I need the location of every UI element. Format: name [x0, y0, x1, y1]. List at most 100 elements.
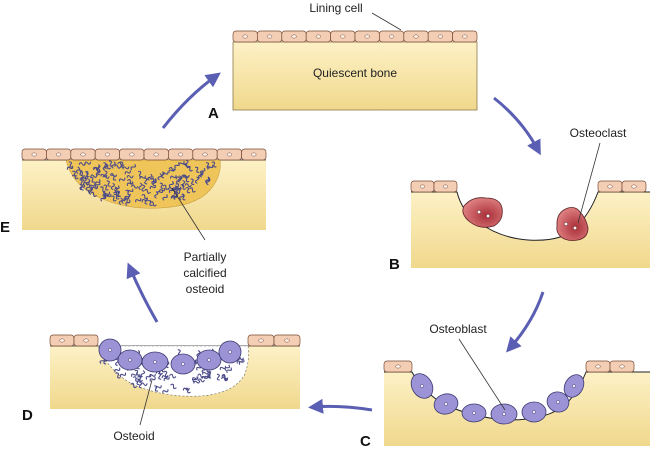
osteoid-fiber [102, 163, 108, 171]
osteoid-fiber [149, 376, 156, 382]
osteoid-fiber [207, 164, 214, 170]
osteoid-fiber [162, 171, 169, 176]
osteoid-fiber [85, 183, 91, 191]
osteoid-fiber [197, 378, 205, 383]
osteoid-fiber [131, 372, 138, 377]
osteoid-fiber [78, 169, 83, 176]
osteoid-fiber [180, 184, 187, 190]
osteoid-fiber [216, 373, 220, 381]
osteoid-label: Osteoid [113, 429, 154, 443]
osteoblast-layer-d [98, 338, 242, 375]
osteoid-fiber [199, 170, 204, 178]
osteoid-fiber [95, 181, 101, 188]
lining-cell-nucleus [364, 34, 370, 39]
osteoid-fiber [89, 176, 95, 183]
osteoid-fiber [189, 187, 196, 193]
osteoid-fiber [178, 160, 185, 166]
osteoid-fiber [96, 168, 101, 176]
quiescent-bone-block [232, 41, 478, 111]
osteoid-fiber [111, 195, 117, 202]
osteoid-fiber [179, 193, 185, 201]
osteoid-fiber [236, 359, 243, 364]
lining-cells-a [232, 30, 478, 43]
osteoid-fiber [137, 376, 143, 382]
osteoid-fiber [120, 161, 124, 168]
osteoid-fiber [164, 370, 169, 378]
osteoid-fiber [124, 193, 131, 200]
osteoid-fiber [123, 195, 130, 202]
osteoid-fiber [144, 188, 151, 194]
osteoid-fiber [181, 180, 186, 188]
osteoclast-right-nucleus [563, 221, 569, 227]
osteoid-fiber [100, 173, 108, 178]
osteoid-fiber [130, 382, 137, 389]
lining-cell-nucleus [395, 364, 401, 369]
calcified-label-line3: osteoid [186, 282, 225, 296]
lining-cell-pointer [371, 12, 402, 31]
osteoid-fiber [151, 178, 157, 185]
calcified-pointer [171, 187, 206, 241]
osteoid-fiber [114, 164, 122, 169]
osteoid-fiber [157, 189, 164, 195]
osteoclast-label: Osteoclast [570, 126, 627, 140]
lining-cell-nucleus [31, 152, 37, 157]
osteoid-fiber [84, 161, 92, 165]
cycle-arrows [126, 72, 545, 414]
osteoid-fiber [173, 185, 178, 193]
osteoid-fiber [130, 163, 136, 171]
panel-letter-b: B [389, 256, 400, 273]
lining-cell-nucleus [389, 34, 395, 39]
osteoid-fiber [205, 176, 211, 184]
lining-cell-nucleus [607, 184, 613, 189]
lining-cell-nucleus [631, 184, 637, 189]
osteoid-fiber [125, 199, 131, 206]
osteoid-fiber [221, 375, 229, 381]
panel-d: Osteoid D [22, 334, 301, 443]
osteoid-fiber [125, 189, 131, 196]
osteoid-fiber [119, 372, 127, 378]
osteoblast-nucleus [108, 348, 112, 352]
lining-cell-nucleus [258, 338, 264, 343]
osteoid-fiber [108, 160, 113, 167]
osteoid-fiber [193, 380, 201, 384]
osteoid-fiber [90, 174, 98, 178]
osteoblast-nucleus [128, 358, 132, 362]
osteoid-fiber [226, 367, 232, 373]
osteoid-fiber [100, 186, 106, 192]
osteoid-fiber [168, 186, 175, 191]
lining-cell-nucleus [226, 152, 232, 157]
osteoid-fiber [114, 185, 120, 192]
osteoid-fiber [161, 171, 165, 179]
osteoid-fiber [115, 372, 121, 379]
lining-cell-nucleus [340, 34, 346, 39]
osteoid-fiber [150, 201, 157, 207]
osteoid-fiber [184, 183, 192, 188]
osteoid-fiber [162, 184, 169, 190]
lining-cell-nucleus [413, 34, 419, 39]
osteoblast-nucleus [207, 358, 211, 362]
osteoid-fiber [194, 166, 200, 173]
calcified-label-line1: Partially [184, 250, 227, 264]
osteoid-fiber [136, 378, 140, 386]
lining-cell-nucleus [315, 34, 321, 39]
osteoid-fiber [104, 164, 111, 170]
osteoid-fiber [163, 376, 170, 382]
osteoid-fiber [184, 176, 190, 183]
arrow-a-to-b [493, 96, 541, 156]
osteoid-fiber [170, 383, 177, 390]
osteoid-pointer [139, 379, 153, 426]
osteoid-fiber [103, 184, 109, 191]
osteoid-fiber [127, 179, 134, 185]
lining-cell-nucleus [595, 364, 601, 369]
osteoid-fiber [114, 367, 121, 373]
lining-cells-c [383, 360, 635, 373]
osteoid-fiber [90, 191, 97, 197]
osteoblast-label: Osteoblast [429, 322, 487, 336]
osteoid-fiber [184, 159, 189, 167]
osteoclast-right-nucleus [572, 225, 578, 231]
panel-letter-c: C [360, 433, 371, 450]
osteoid-fiber [118, 197, 123, 205]
osteoid-fiber [126, 174, 134, 179]
osteoid-fiber [211, 161, 217, 168]
osteoid-fiber [66, 165, 74, 170]
